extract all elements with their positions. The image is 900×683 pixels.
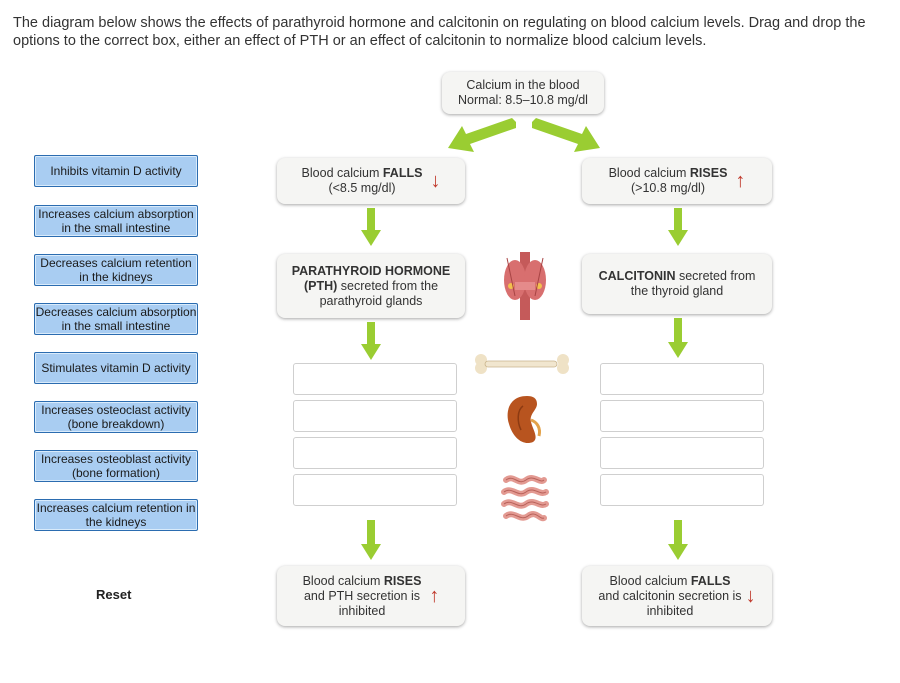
instructions-text: The diagram below shows the effects of p… — [13, 15, 866, 49]
calcitonin-secreted: secreted from — [675, 269, 756, 283]
option-stimulates-vitamin-d[interactable]: Stimulates vitamin D activity — [34, 352, 198, 384]
calcitonin-title: CALCITONIN — [598, 269, 676, 283]
left-end-line3: inhibited — [338, 603, 386, 618]
calcium-normal-line1: Calcium in the blood — [466, 78, 580, 92]
option-inhibits-vitamin-d[interactable]: Inhibits vitamin D activity — [34, 155, 198, 187]
kidney-icon — [507, 396, 541, 444]
calcium-falls-calcitonin-inhibited-box: Blood calcium FALLS and calcitonin secre… — [582, 566, 772, 626]
arrow-pth-to-effects — [361, 322, 381, 360]
reset-button[interactable]: Reset — [96, 587, 132, 602]
calcium-rises-pre: Blood calcium — [608, 166, 690, 180]
pth-abbrev: (PTH) — [303, 278, 338, 293]
arrow-calcitonin-to-effects — [668, 318, 688, 358]
calcium-rises-bold: RISES — [689, 166, 728, 180]
pth-title: PARATHYROID HORMONE — [291, 263, 451, 278]
arrow-effects-to-falls — [668, 520, 688, 560]
option-increases-osteoblast-activity[interactable]: Increases osteoblast activity (bone form… — [34, 450, 198, 482]
calcium-normal-line2: Normal: 8.5–10.8 mg/dl — [458, 93, 588, 107]
calcium-falls-box: Blood calcium FALLS (<8.5 mg/dl) ↓ — [277, 158, 465, 204]
calcium-rises-pth-inhibited-box: Blood calcium RISES and PTH secretion is… — [277, 566, 465, 626]
calcitonin-dropzone-1[interactable] — [600, 363, 764, 395]
right-end-line3: inhibited — [646, 603, 694, 618]
option-decreases-calcium-retention-kidneys[interactable]: Decreases calcium retention in the kidne… — [34, 254, 198, 286]
red-up-arrow-icon: ↑ — [429, 584, 440, 607]
option-increases-calcium-retention-kidneys[interactable]: Increases calcium retention in the kidne… — [34, 499, 198, 531]
calcitonin-dropzone-2[interactable] — [600, 400, 764, 432]
arrow-effects-to-rises — [361, 520, 381, 560]
calcium-falls-pre: Blood calcium — [301, 166, 383, 180]
pth-dropzone-2[interactable] — [293, 400, 457, 432]
pth-dropzone-3[interactable] — [293, 437, 457, 469]
red-down-arrow-icon: ↓ — [430, 169, 441, 192]
bone-icon — [475, 354, 569, 374]
option-increases-calcium-absorption-intestine[interactable]: Increases calcium absorption in the smal… — [34, 205, 198, 237]
red-up-arrow-icon: ↑ — [735, 169, 746, 192]
calcitonin-source: the thyroid gland — [630, 284, 724, 298]
pth-source: parathyroid glands — [319, 293, 423, 308]
calcitonin-box: CALCITONIN secreted from the thyroid gla… — [582, 254, 772, 314]
calcium-falls-bold: FALLS — [382, 166, 423, 180]
arrow-to-rises — [532, 118, 600, 152]
option-increases-osteoclast-activity[interactable]: Increases osteoclast activity (bone brea… — [34, 401, 198, 433]
calcium-rises-box: Blood calcium RISES (>10.8 mg/dl) ↑ — [582, 158, 772, 204]
arrow-to-falls — [448, 118, 516, 152]
arrow-rises-to-calcitonin — [668, 208, 688, 246]
calcium-falls-value: (<8.5 mg/dl) — [328, 181, 396, 195]
small-intestine-icon — [501, 475, 549, 522]
arrow-falls-to-pth — [361, 208, 381, 246]
thyroid-gland-icon — [504, 252, 546, 320]
pth-box: PARATHYROID HORMONE (PTH) secreted from … — [277, 254, 465, 318]
pth-dropzone-1[interactable] — [293, 363, 457, 395]
left-end-line2: and PTH secretion is — [303, 588, 421, 603]
option-decreases-calcium-absorption-intestine[interactable]: Decreases calcium absorption in the smal… — [34, 303, 198, 335]
calcitonin-dropzone-3[interactable] — [600, 437, 764, 469]
right-end-pre: Blood calcium — [609, 573, 691, 588]
right-end-line2: and calcitonin secretion is — [598, 588, 742, 603]
red-down-arrow-icon: ↓ — [745, 584, 756, 607]
pth-dropzone-4[interactable] — [293, 474, 457, 506]
calcium-normal-box: Calcium in the blood Normal: 8.5–10.8 mg… — [442, 72, 604, 114]
left-end-bold: RISES — [383, 573, 422, 588]
calcitonin-dropzone-4[interactable] — [600, 474, 764, 506]
left-end-pre: Blood calcium — [302, 573, 384, 588]
right-end-bold: FALLS — [690, 573, 731, 588]
pth-secreted: secreted from the — [337, 278, 439, 293]
calcium-rises-value: (>10.8 mg/dl) — [631, 181, 705, 195]
